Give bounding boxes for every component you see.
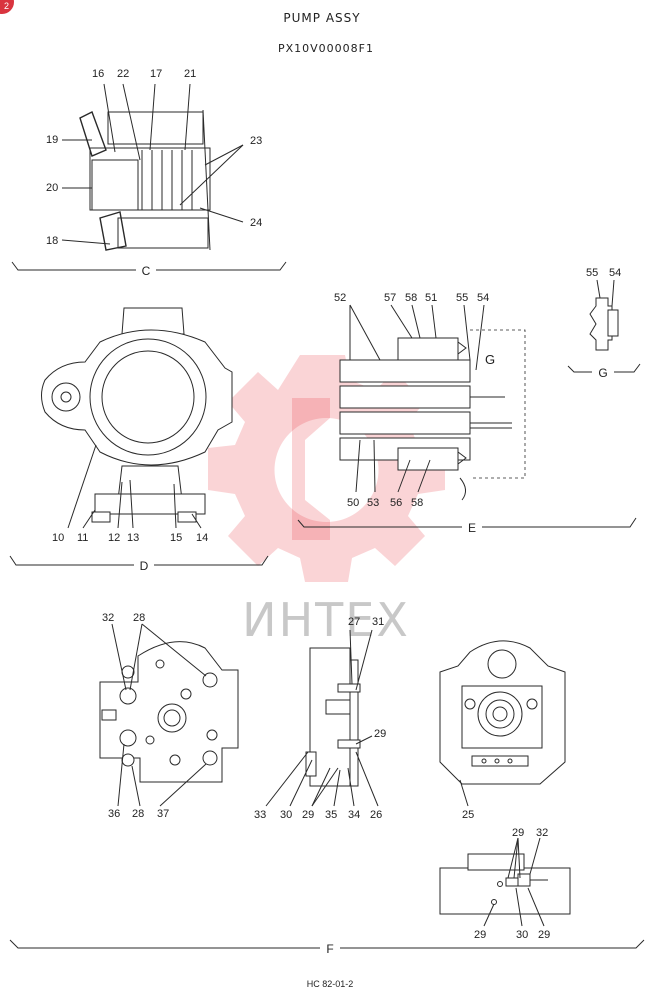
- view-f-line-left: [9, 939, 320, 949]
- callout-f-32: 32: [102, 612, 114, 624]
- view-f-left-plate: 32 28 36 28 37: [99, 612, 239, 820]
- view-f-label: F: [326, 942, 333, 956]
- callout-g-54: 54: [609, 267, 621, 279]
- callout-e-58: 58: [405, 292, 417, 304]
- watermark-text: ИНТЕХ: [242, 593, 410, 647]
- callout-f-25: 25: [462, 809, 474, 821]
- callout-e-g: G: [485, 352, 495, 367]
- callout-e-53: 53: [367, 497, 379, 509]
- callout-e-51: 51: [425, 292, 437, 304]
- callout-d-10: 10: [52, 532, 64, 544]
- callout-f-33: 33: [254, 809, 266, 821]
- callout-c-20: 20: [46, 182, 58, 194]
- callout-c-21: 21: [184, 68, 196, 80]
- callout-f-37: 37: [157, 808, 169, 820]
- callout-d-12: 12: [108, 532, 120, 544]
- callout-c-17: 17: [150, 68, 162, 80]
- callout-f-35: 35: [325, 809, 337, 821]
- footer-code: HC 82-01-2: [307, 979, 354, 989]
- callout-d-11: 11: [77, 532, 88, 544]
- view-d: 10 11 12 13 15 14 D: [9, 307, 269, 573]
- callout-e-56: 56: [390, 497, 402, 509]
- view-f-right-plate: 25: [439, 640, 566, 821]
- callout-d-14: 14: [196, 532, 208, 544]
- callout-f-bot-29b: 29: [474, 929, 486, 941]
- callout-e-52: 52: [334, 292, 346, 304]
- callout-c-24: 24: [250, 217, 262, 229]
- view-e-label: E: [468, 521, 476, 535]
- callout-f-28: 28: [133, 612, 145, 624]
- callout-e-58b: 58: [411, 497, 423, 509]
- callout-e-54: 54: [477, 292, 489, 304]
- badge-number: 2: [3, 1, 9, 11]
- callout-f-34: 34: [348, 809, 360, 821]
- view-f-side-section: 27 31 29 33 30 29 35 34 26: [254, 616, 386, 821]
- callout-g-55: 55: [586, 267, 598, 279]
- callout-f-bot-30: 30: [516, 929, 528, 941]
- callout-c-18: 18: [46, 235, 58, 247]
- callout-f-31: 31: [372, 616, 384, 628]
- callout-f-29b: 29: [302, 809, 314, 821]
- diagram-title: PUMP ASSY: [283, 11, 360, 25]
- view-g-label: G: [598, 366, 607, 380]
- callout-f-26: 26: [370, 809, 382, 821]
- callout-f-27: 27: [348, 616, 360, 628]
- callout-f-bot-29: 29: [512, 827, 524, 839]
- view-d-label: D: [140, 559, 149, 573]
- callout-c-23: 23: [250, 135, 262, 147]
- callout-d-13: 13: [127, 532, 139, 544]
- callout-c-16: 16: [92, 68, 104, 80]
- callout-f-36: 36: [108, 808, 120, 820]
- callout-f-bot-29c: 29: [538, 929, 550, 941]
- callout-e-50: 50: [347, 497, 359, 509]
- view-f-bottom-section: 29 32 29 30 29: [439, 827, 571, 941]
- callout-f-bot-32: 32: [536, 827, 548, 839]
- callout-c-19: 19: [46, 134, 58, 146]
- callout-e-55: 55: [456, 292, 468, 304]
- callout-e-57: 57: [384, 292, 396, 304]
- view-c-label: C: [142, 264, 151, 278]
- view-c: 16 22 17 21 19 23 20 24 18 C: [11, 68, 287, 278]
- callout-f-28b: 28: [132, 808, 144, 820]
- callout-f-30: 30: [280, 809, 292, 821]
- view-e: 52 57 58 51 55 54 G 50 53 56 58 E: [297, 292, 637, 535]
- callout-d-15: 15: [170, 532, 182, 544]
- view-f-line-right: [340, 939, 645, 949]
- part-code: PX10V00008F1: [278, 42, 374, 55]
- callout-f-29: 29: [374, 728, 386, 740]
- callout-c-22: 22: [117, 68, 129, 80]
- view-g: 55 54 G: [567, 267, 641, 380]
